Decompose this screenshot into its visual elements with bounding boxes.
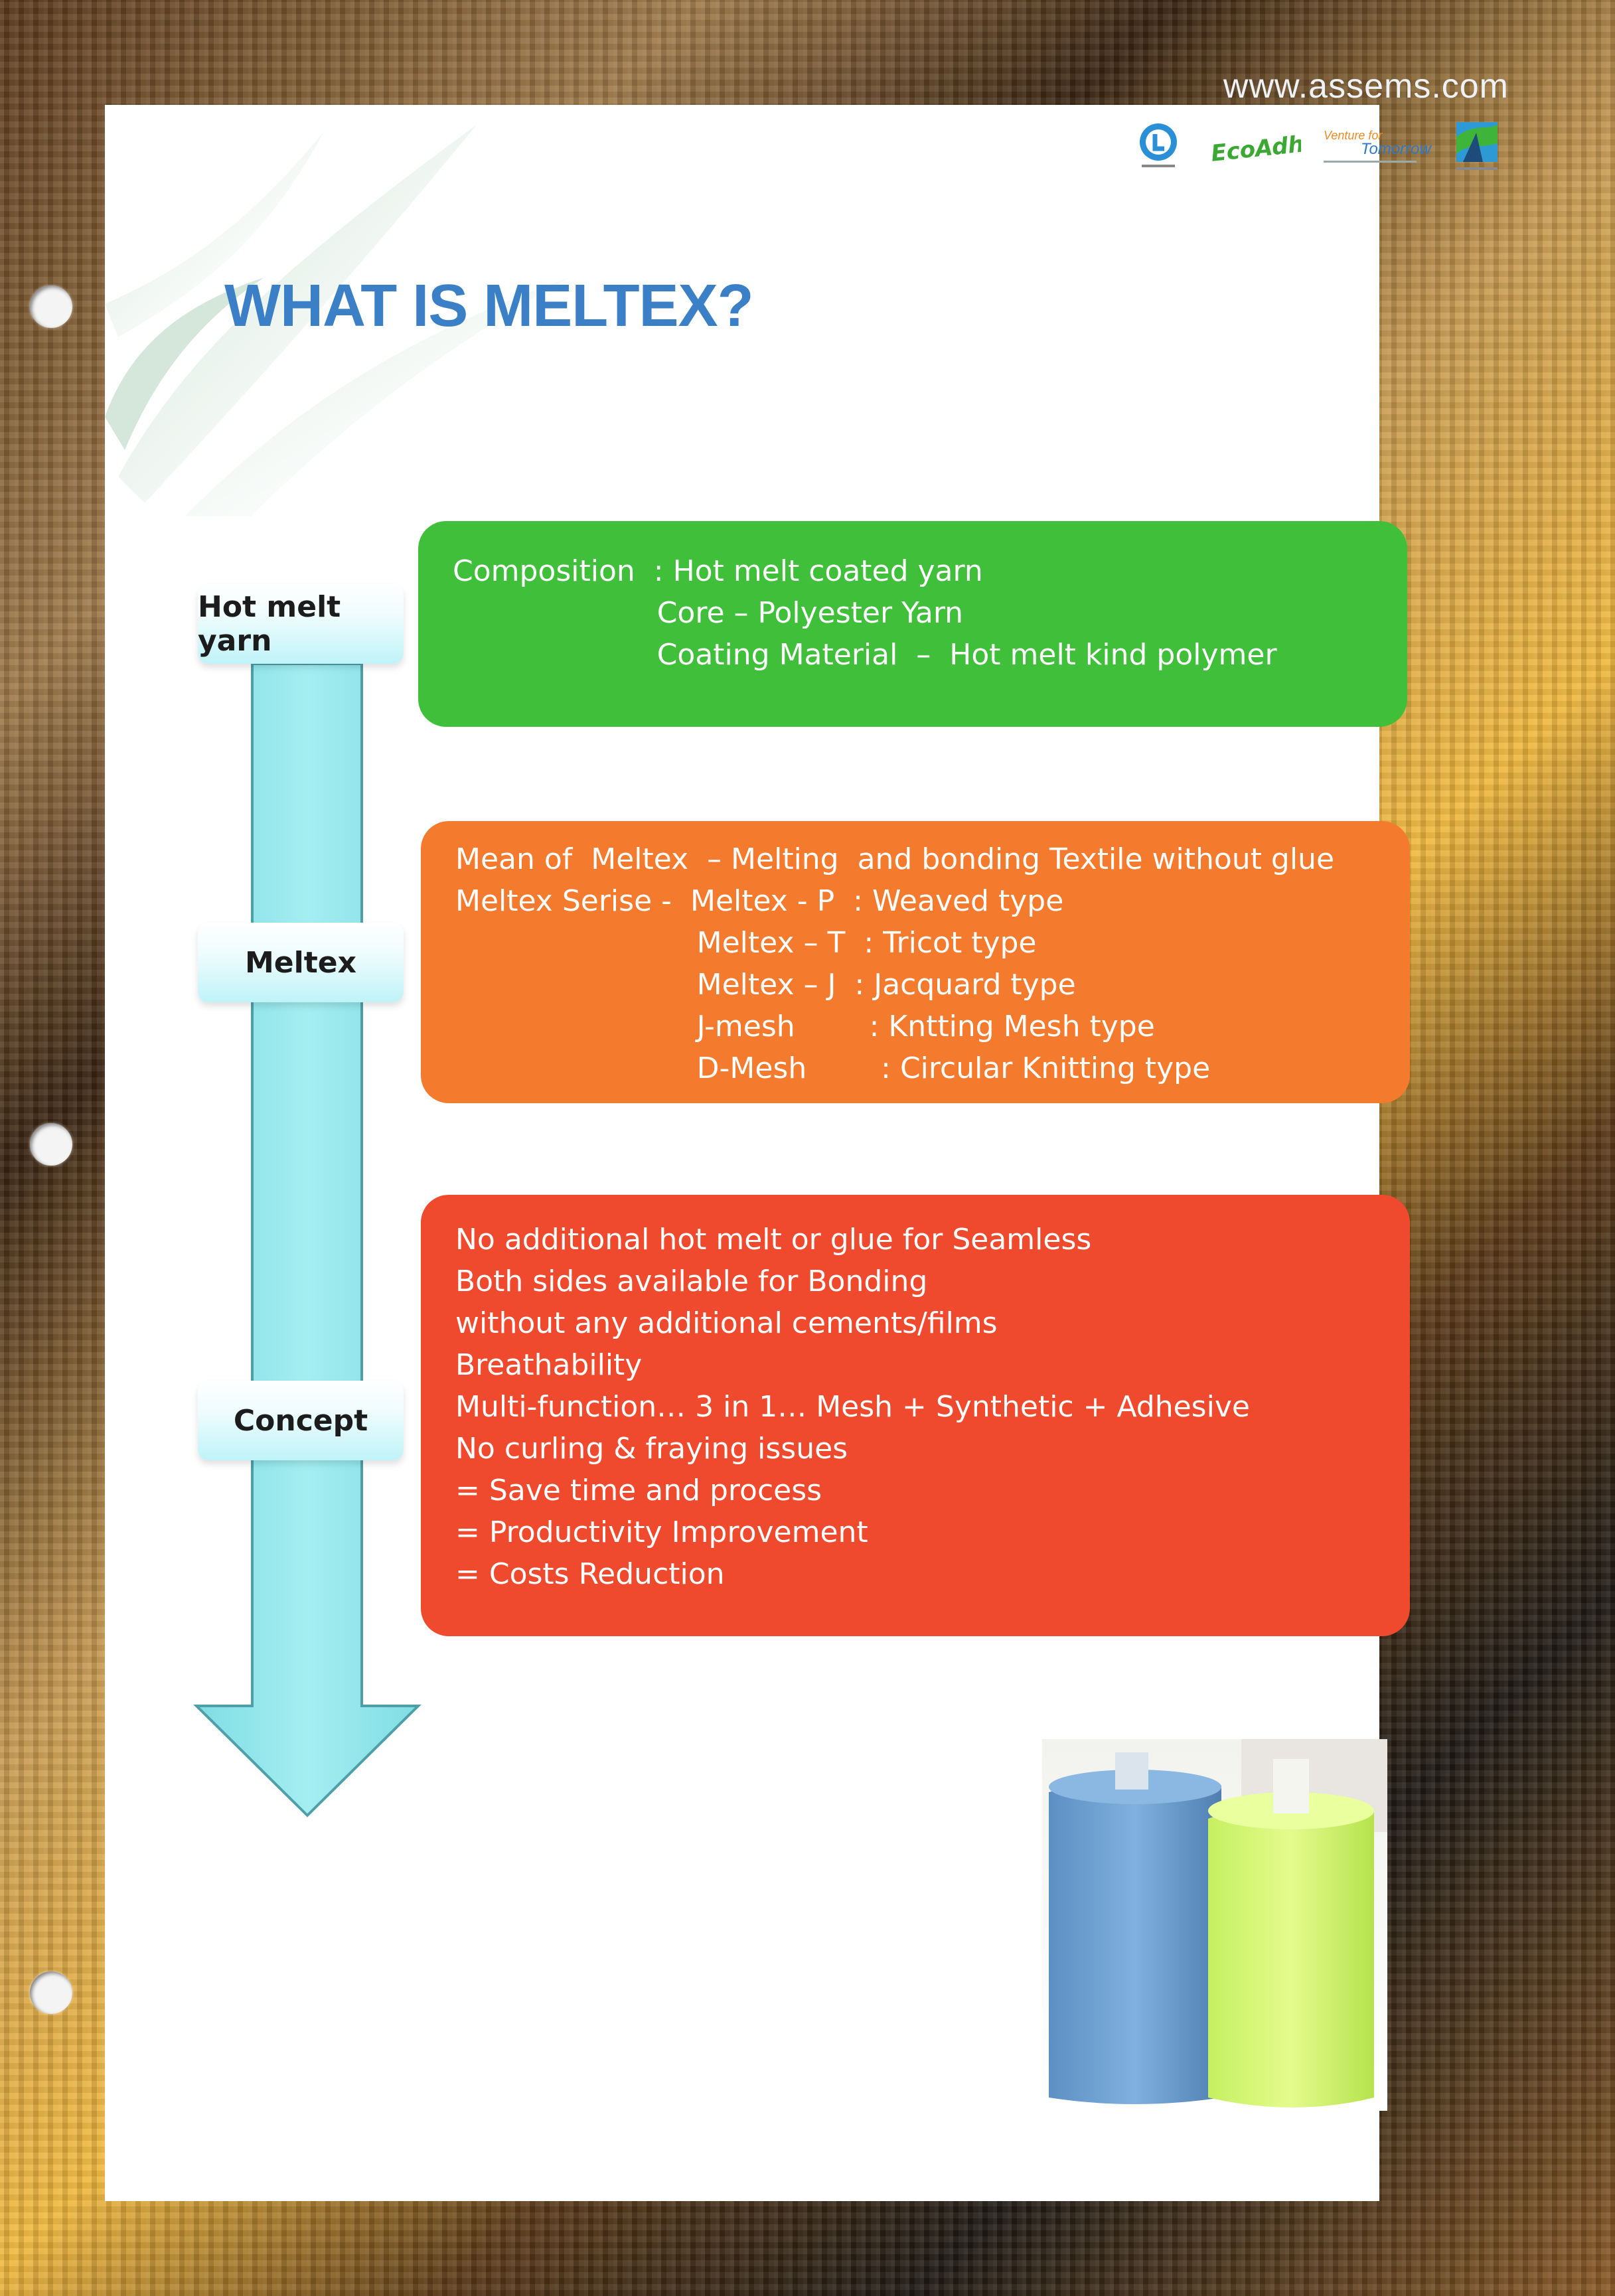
concept-line: Breathability [455, 1348, 643, 1382]
venture-for-tomorrow-logo: Venture for Tomorrow [1324, 129, 1432, 163]
svg-text:Tomorrow: Tomorrow [1361, 140, 1432, 158]
meltex-line: Meltex Serise - Meltex - P : Weaved type [455, 884, 1064, 918]
meltex-line: Meltex – J : Jacquard type [455, 968, 1076, 1002]
composition-line: Core – Polyester Yarn [453, 596, 964, 630]
composition-box: Composition : Hot melt coated yarn Core … [418, 521, 1407, 727]
svg-text:Venture for: Venture for [1324, 129, 1383, 142]
composition-line: Coating Material – Hot melt kind polymer [453, 638, 1277, 672]
concept-line: = Productivity Improvement [455, 1515, 868, 1549]
yarn-spools-image [1042, 1739, 1387, 2111]
stage-label-concept: Concept [198, 1381, 404, 1460]
page-title: WHAT IS MELTEX? [224, 273, 754, 339]
l-logo-icon [1140, 123, 1177, 167]
green-certification-logo [1456, 122, 1498, 170]
binder-hole [30, 285, 72, 328]
binder-hole [30, 1123, 72, 1166]
meltex-line: D-Mesh : Circular Knitting type [455, 1051, 1211, 1085]
website-url[interactable]: www.assems.com [1223, 67, 1509, 106]
meltex-line: J-mesh : Kntting Mesh type [455, 1010, 1155, 1043]
concept-line: Multi-function… 3 in 1… Mesh + Synthetic… [455, 1390, 1250, 1424]
binder-hole [30, 1971, 72, 2014]
concept-line: = Save time and process [455, 1474, 822, 1507]
svg-text:EcoAdhesive: EcoAdhesive [1209, 125, 1301, 167]
meltex-line: Meltex – T : Tricot type [455, 926, 1037, 960]
meltex-box: Mean of Meltex – Melting and bonding Tex… [421, 821, 1410, 1103]
stage-label-hot-melt-yarn: Hot melt yarn [198, 584, 404, 664]
concept-line: without any additional cements/films [455, 1306, 998, 1340]
concept-line: = Costs Reduction [455, 1557, 725, 1591]
meltex-line: Mean of Meltex – Melting and bonding Tex… [455, 842, 1335, 876]
concept-line: Both sides available for Bonding [455, 1264, 928, 1298]
stage-label-meltex: Meltex [198, 923, 404, 1002]
composition-line: Composition : Hot melt coated yarn [453, 554, 983, 588]
concept-line: No curling & fraying issues [455, 1432, 848, 1466]
concept-line: No additional hot melt or glue for Seaml… [455, 1223, 1092, 1257]
ecoadhesive-logo: EcoAdhesive [1209, 125, 1301, 167]
concept-box: No additional hot melt or glue for Seaml… [421, 1195, 1410, 1636]
